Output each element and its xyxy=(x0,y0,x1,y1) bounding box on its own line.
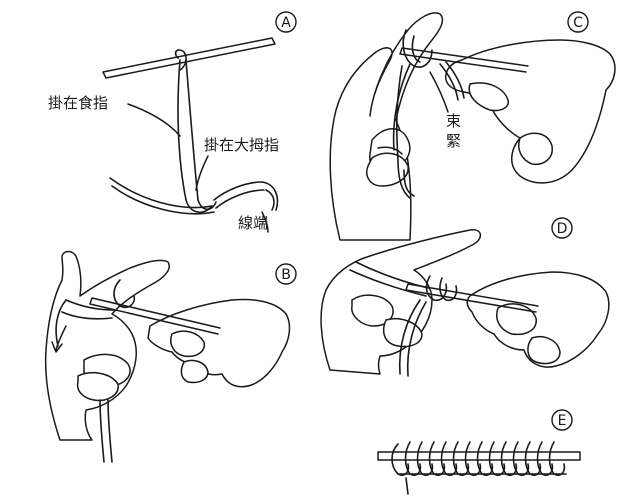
label-thumb: 掛在大拇指 xyxy=(204,136,279,154)
label-tighten-char-1: 束 xyxy=(446,112,461,130)
panel-c-badge: C xyxy=(567,11,589,33)
panel-b-arrow xyxy=(51,325,67,353)
panel-b-needle xyxy=(89,297,221,335)
panel-c: 束 緊 C xyxy=(329,11,616,241)
panel-e-badge: E xyxy=(551,409,573,431)
badge-e-letter: E xyxy=(558,413,567,429)
panel-c-leader xyxy=(429,71,449,113)
panel-c-yarn xyxy=(392,29,465,199)
label-tighten-char-2: 緊 xyxy=(446,132,461,150)
panel-e-stitches xyxy=(391,441,567,495)
panel-b-left-hand xyxy=(44,250,170,441)
badge-c-letter: C xyxy=(573,15,583,31)
badge-a-letter: A xyxy=(281,15,291,31)
panel-a: 掛在食指 掛在大拇指 線端 A xyxy=(48,11,297,233)
panel-e: E xyxy=(377,409,581,495)
panel-d-right-hand xyxy=(466,271,610,368)
badge-b-letter: B xyxy=(281,267,291,283)
panel-d-badge: D xyxy=(551,217,573,239)
panel-a-leaders xyxy=(127,103,269,233)
panel-d: D xyxy=(320,217,610,377)
badge-d-letter: D xyxy=(557,221,568,237)
panel-b-right-hand xyxy=(147,298,291,388)
panel-c-right-hand xyxy=(444,39,616,184)
panel-b: B xyxy=(44,250,297,463)
label-index-finger: 掛在食指 xyxy=(48,94,108,112)
panel-b-yarn xyxy=(55,279,136,463)
panel-d-left-hand xyxy=(320,229,482,375)
panel-b-badge: B xyxy=(275,263,297,285)
panel-a-badge: A xyxy=(275,11,297,33)
panel-a-yarn xyxy=(109,49,279,215)
panel-e-needle xyxy=(377,451,581,461)
panel-d-yarn xyxy=(349,261,458,377)
panel-a-needle xyxy=(102,37,276,79)
label-yarn-end: 線端 xyxy=(238,214,268,232)
panel-c-left-hand xyxy=(329,12,444,241)
panel-c-needle xyxy=(399,47,529,73)
